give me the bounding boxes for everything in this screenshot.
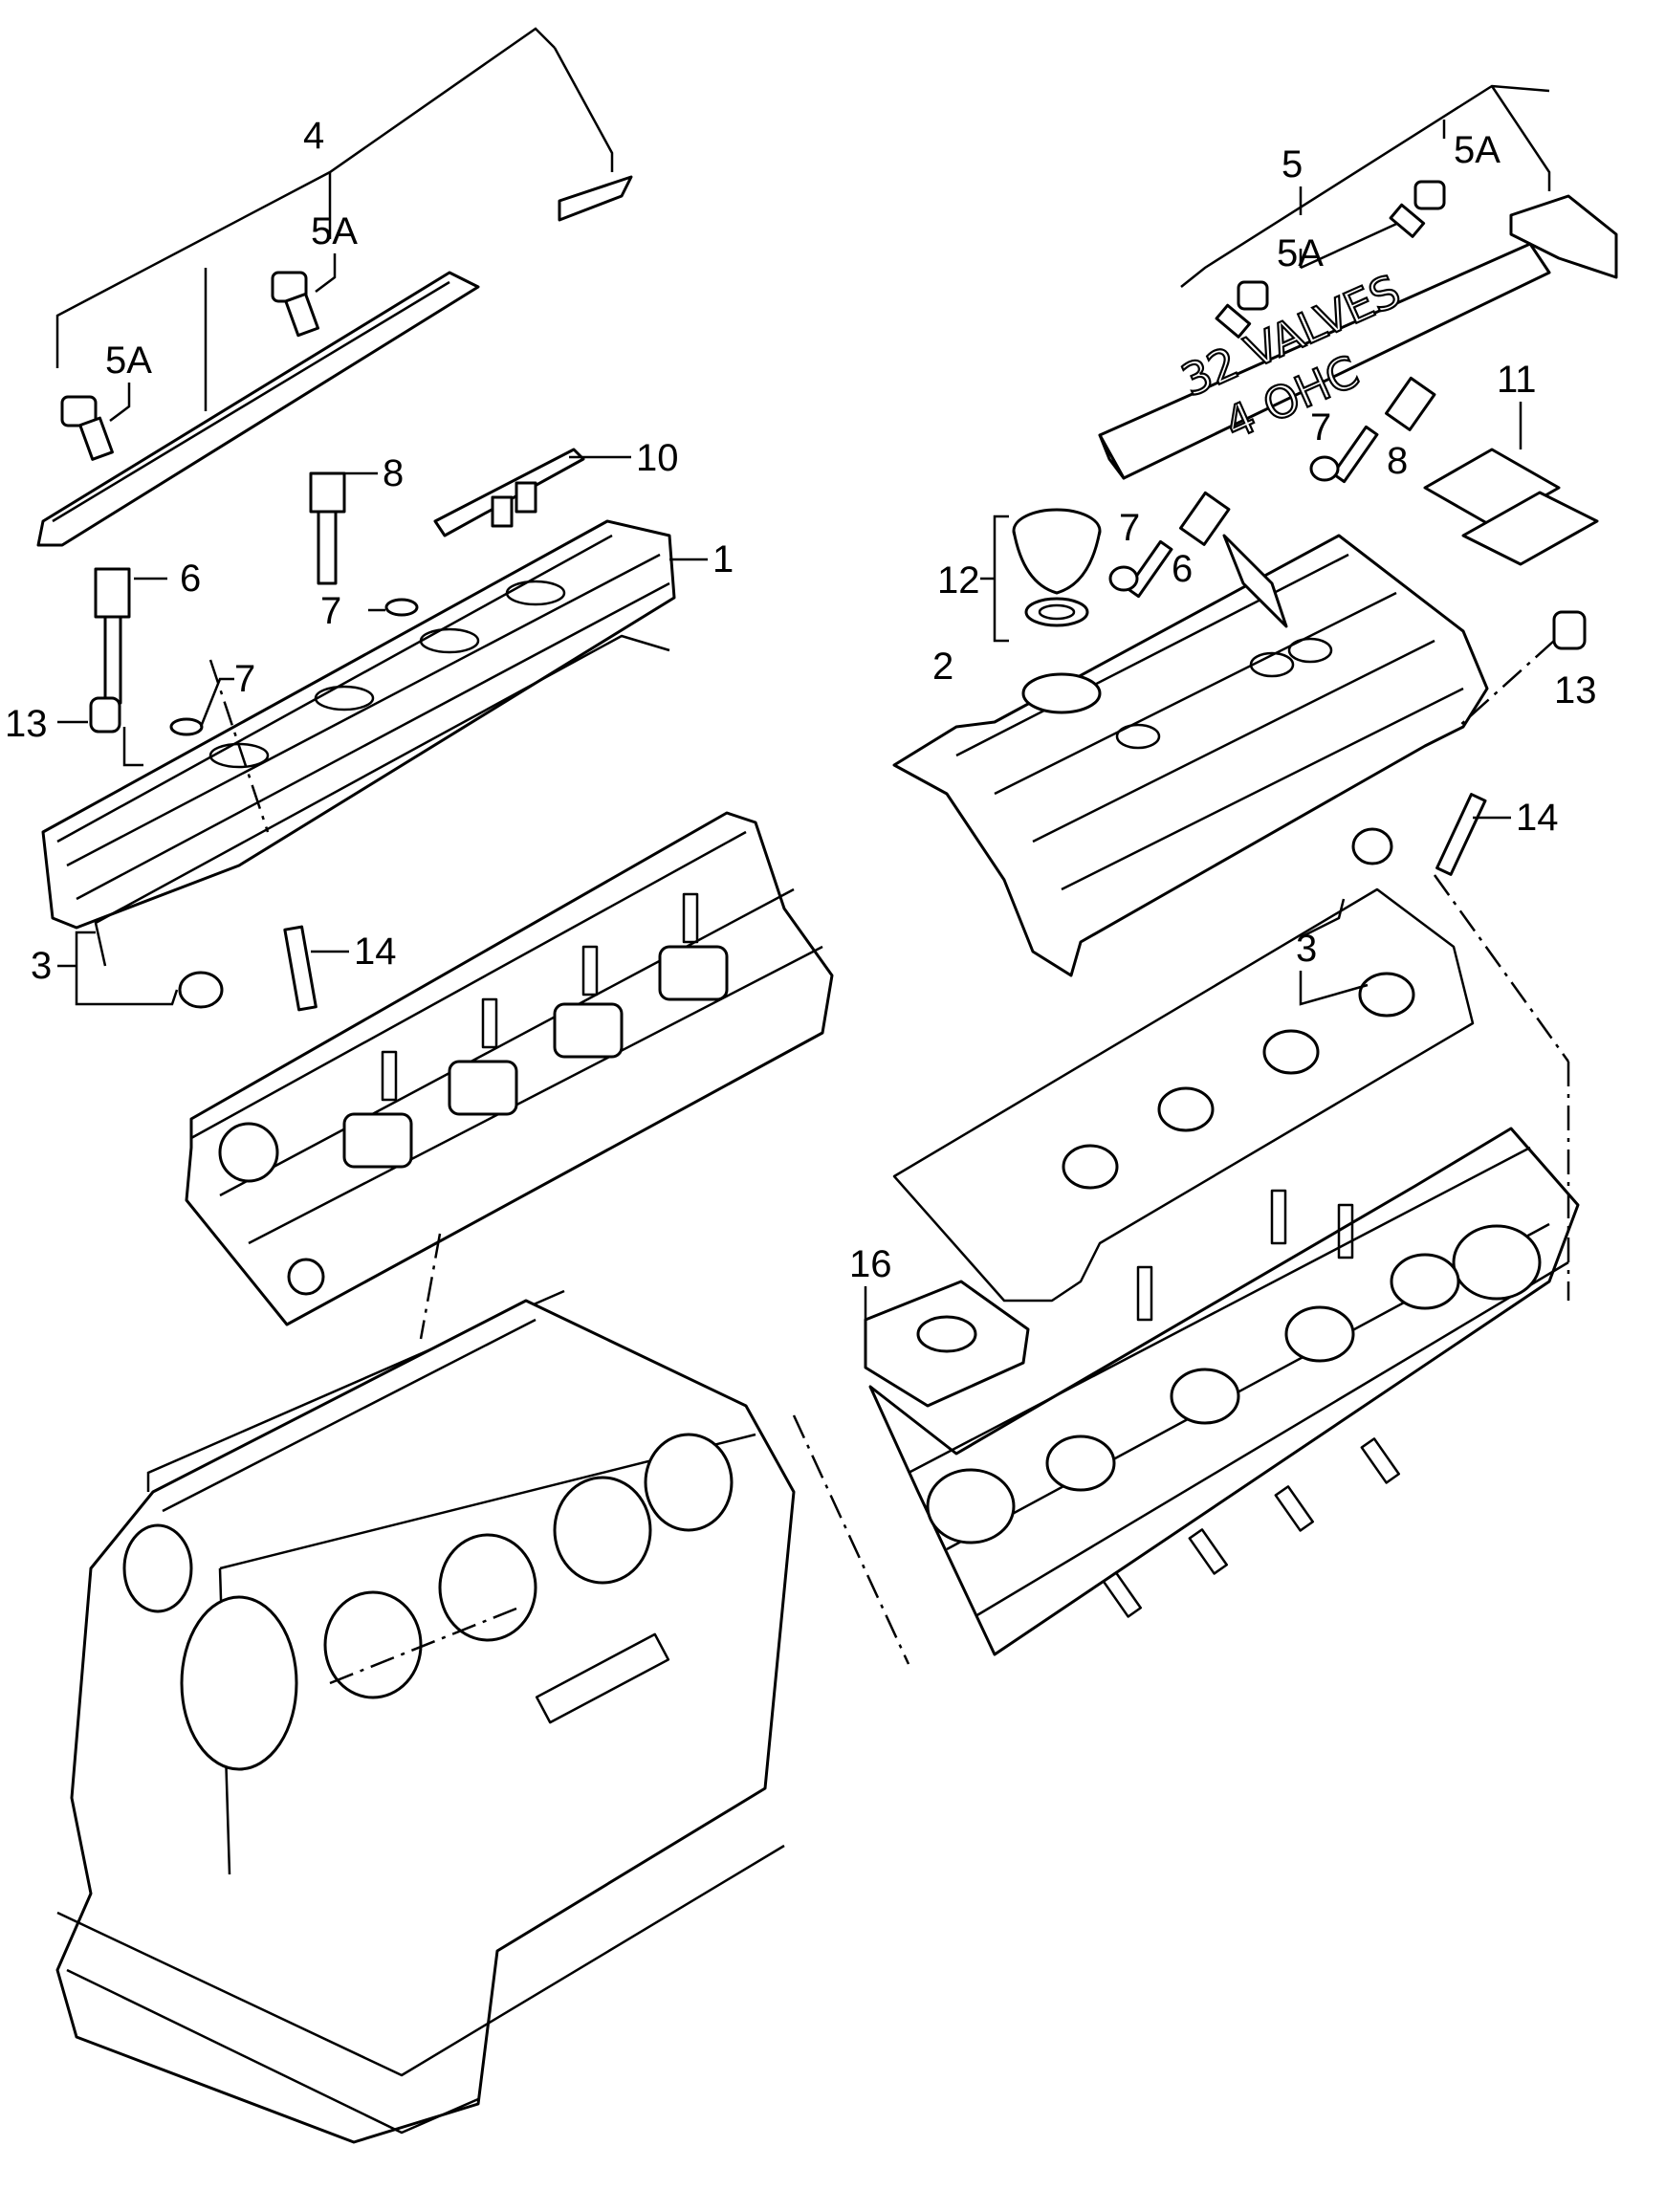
valve-cover-left [41, 519, 676, 930]
stud-14-right [1435, 793, 1487, 876]
cover-bolt-right-1 [1215, 280, 1269, 339]
stud-bolt-6-left [94, 567, 131, 705]
callout-2: 2 [932, 646, 953, 688]
callout-16: 16 [849, 1243, 892, 1285]
callout-10: 10 [636, 437, 679, 479]
callout-13-left: 13 [5, 703, 48, 745]
callout-14-right: 14 [1516, 797, 1559, 839]
callout-5A-right-1: 5A [1277, 232, 1324, 274]
callout-5: 5 [1282, 143, 1303, 186]
cap-nut-13-left [89, 696, 121, 734]
callout-7-right-2: 7 [1310, 406, 1331, 449]
insulating-strip-left [558, 175, 633, 222]
washer-7-right-a [1309, 455, 1340, 482]
callout-3-right: 3 [1296, 928, 1317, 970]
washer-7-left-a [384, 598, 419, 617]
engine-cover-right [1098, 242, 1551, 480]
ignition-coils-11 [1423, 448, 1599, 566]
callout-labels: 1 2 3 3 4 5 5A 5A 5A 5A 6 6 7 7 7 7 8 8 … [5, 115, 1597, 1285]
cylinder-head-right [868, 1127, 1580, 1656]
callout-6-left: 6 [180, 558, 201, 600]
callout-7-left-1: 7 [320, 590, 341, 632]
callout-3-left: 3 [31, 945, 52, 987]
gasket-3-left [94, 634, 670, 1009]
stud-bolt-8-right [1331, 376, 1436, 484]
callout-5A-right-2: 5A [1454, 129, 1501, 171]
stud-bolt-8-left [309, 471, 346, 585]
camshaft-bearing-16 [864, 1280, 1030, 1408]
right-bank-group: 32 VALVES 4 OHC [864, 84, 1618, 1656]
washer-7-left-b [169, 717, 204, 736]
cylinder-head-left [185, 811, 834, 1326]
washer-7-right-b [1108, 565, 1139, 592]
wiring-harness-10 [433, 448, 585, 537]
cover-bolt-left-1 [60, 395, 114, 461]
stud-14-left [283, 925, 318, 1012]
callout-12: 12 [937, 559, 980, 602]
cover-bolt-left-2 [271, 271, 319, 338]
cover-bolt-right-2 [1389, 180, 1446, 238]
engine-block [55, 1289, 910, 2144]
callout-7-left-2: 7 [234, 658, 255, 700]
callout-8-right: 8 [1387, 440, 1408, 482]
left-bank-group [36, 27, 834, 1340]
callout-13-right: 13 [1554, 669, 1597, 712]
callout-5A-left-1: 5A [105, 339, 152, 382]
cap-nut-13-right [1552, 610, 1587, 650]
callout-14-left: 14 [354, 931, 397, 973]
callout-6-right: 6 [1172, 548, 1193, 590]
callout-4: 4 [303, 115, 324, 157]
valve-cover-right [892, 534, 1489, 977]
callout-8-left: 8 [383, 452, 404, 494]
callout-7-right-1: 7 [1119, 507, 1140, 549]
engine-cover-left [36, 271, 480, 547]
callout-1: 1 [712, 538, 734, 580]
callout-5A-left-2: 5A [311, 210, 358, 252]
foam-pad-right [1509, 194, 1618, 279]
oil-filler-cap-12 [1012, 508, 1102, 627]
callout-11: 11 [1497, 359, 1537, 401]
gasket-3-right [892, 827, 1475, 1303]
stud-bolt-6-right [1126, 491, 1231, 599]
